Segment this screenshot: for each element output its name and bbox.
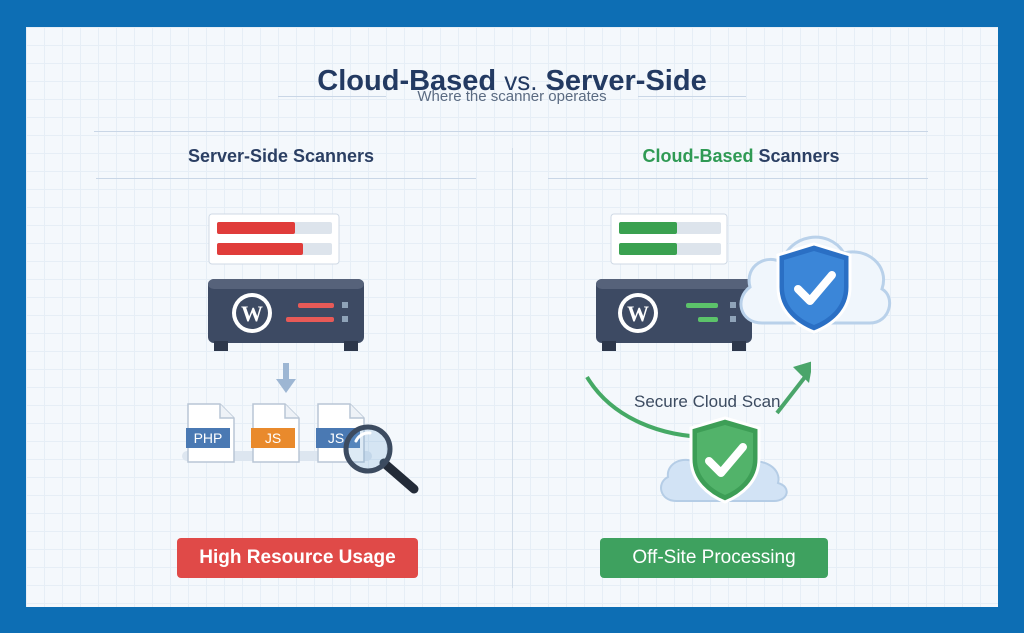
file-label-js: JS: [264, 430, 282, 446]
file-icon: [316, 403, 365, 463]
shield-check-icon: [689, 416, 761, 504]
title-cloud: Cloud-Based: [317, 65, 497, 97]
infographic-card: Cloud-Based vs. Server-Side Where the sc…: [26, 27, 998, 607]
right-heading-rest: Scanners: [753, 146, 840, 166]
svg-text:W: W: [241, 301, 263, 326]
file-icon: [186, 403, 235, 463]
page-title: Cloud-Based vs. Server-Side: [26, 65, 998, 98]
subtitle-rule-left: [278, 96, 386, 97]
file-label-php: PHP: [193, 430, 223, 446]
high-resource-badge: High Resource Usage: [177, 538, 418, 578]
file-label-js-2: JS: [327, 430, 345, 446]
subtitle-rule-right: [638, 96, 746, 97]
header-rule: [94, 131, 928, 132]
secure-cloud-scan-label: Secure Cloud Scan: [634, 392, 781, 411]
resource-meter-green: [610, 213, 728, 265]
title-vs: vs.: [504, 66, 538, 96]
svg-text:W: W: [627, 301, 649, 326]
right-heading-rule: [548, 178, 928, 179]
server-icon: W: [596, 279, 752, 351]
column-divider: [512, 148, 513, 588]
right-heading-accent: Cloud-Based: [642, 146, 754, 166]
down-arrow-icon: [276, 363, 296, 393]
page-subtitle: Where the scanner operates: [417, 88, 607, 105]
right-heading: Cloud-Based Scanners: [556, 146, 926, 167]
title-server: Server-Side: [545, 65, 707, 97]
resource-meter-red: [208, 213, 340, 265]
left-heading-rule: [96, 178, 476, 179]
left-heading: Server-Side Scanners: [187, 146, 375, 166]
server-icon: W: [208, 279, 364, 351]
shield-check-icon: [776, 242, 852, 334]
magnifier-icon: [343, 424, 419, 494]
file-icon: [251, 403, 300, 463]
off-site-processing-badge: Off-Site Processing: [600, 538, 828, 578]
